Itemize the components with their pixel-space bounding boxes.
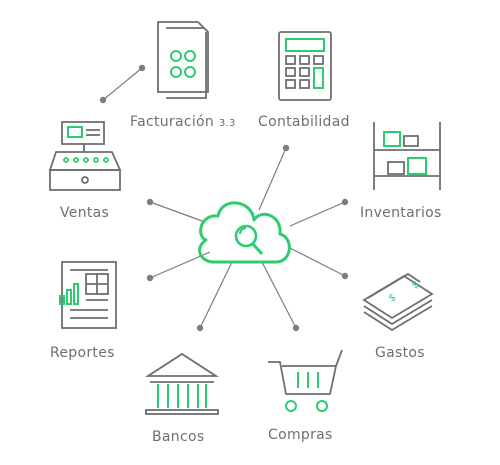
calculator-icon	[278, 31, 332, 101]
label-inventarios: Inventarios	[360, 205, 442, 221]
connector-bancos	[199, 261, 233, 329]
label-ventas: Ventas	[60, 205, 110, 221]
connector-ventas	[149, 201, 206, 223]
label-contabilidad: Contabilidad	[258, 114, 350, 130]
bank-building-icon	[144, 352, 220, 415]
facturacion-label: Facturación	[130, 114, 215, 130]
label-reportes: Reportes	[50, 345, 115, 361]
report-chart-icon	[59, 261, 117, 329]
connector-facturacion-ventas	[102, 67, 143, 101]
cash-register-icon	[48, 121, 122, 191]
connector-lines	[99, 64, 349, 332]
svg-text:$: $	[387, 292, 398, 305]
svg-text:$: $	[410, 279, 421, 292]
money-stack-icon: $ $	[362, 272, 434, 332]
shopping-cart-icon	[268, 349, 343, 412]
label-gastos: Gastos	[375, 345, 425, 361]
facturacion-version: 3.3	[218, 118, 236, 129]
cloud-search-icon	[198, 201, 291, 264]
connector-contabilidad	[258, 147, 287, 211]
connector-inventarios	[289, 201, 346, 227]
warehouse-shelf-icon	[373, 122, 441, 190]
label-bancos: Bancos	[152, 429, 205, 445]
label-compras: Compras	[268, 427, 333, 443]
label-facturacion: Facturación 3.3	[130, 114, 236, 130]
connector-compras	[261, 261, 297, 329]
connector-gastos	[289, 247, 346, 277]
invoice-document-icon	[157, 21, 209, 99]
